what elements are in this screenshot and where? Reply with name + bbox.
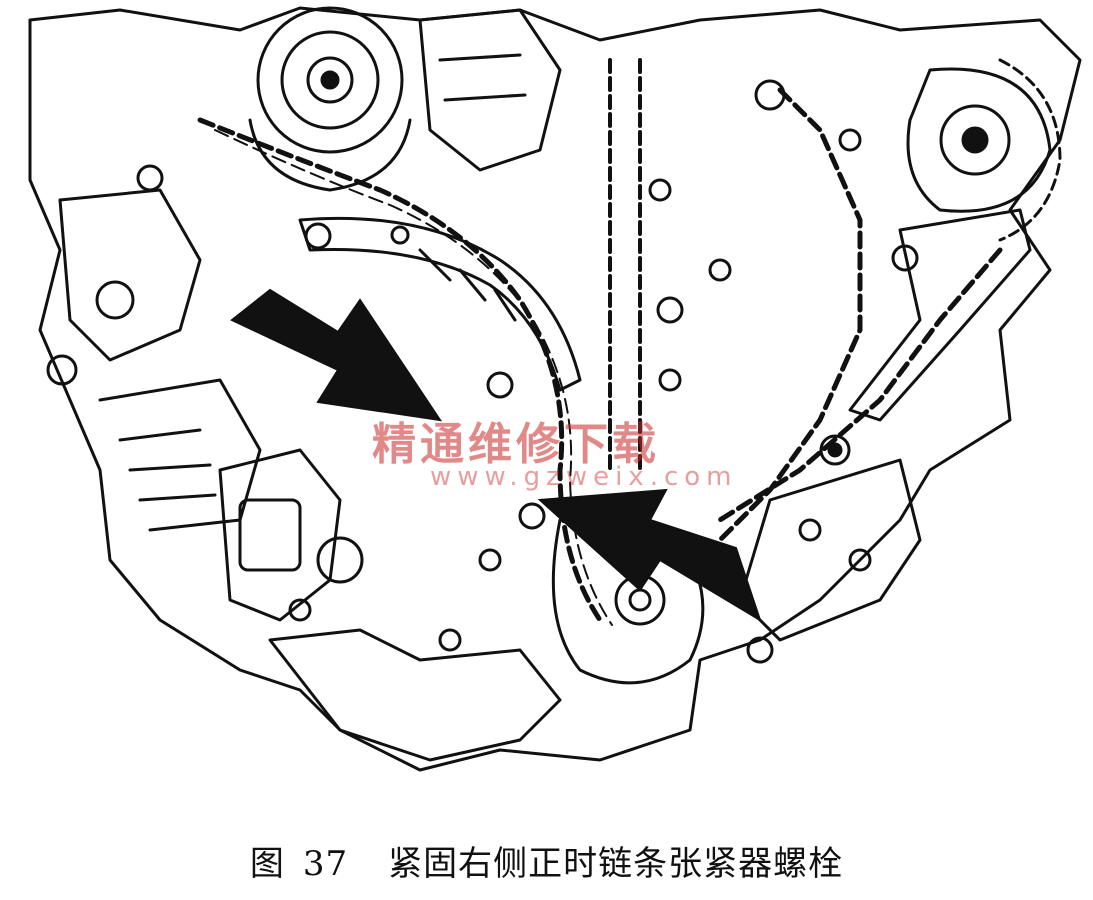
right-arrow-marker [537, 488, 762, 623]
right-lower-flange [738, 458, 922, 642]
upper-center-housing [418, 8, 562, 172]
left-arrow-marker [230, 288, 443, 422]
figure-number: 37 [302, 844, 349, 884]
center-timing-chain [608, 58, 642, 472]
left-camshaft-sprocket [248, 6, 412, 192]
watermark-text: 精通维修下载 [372, 419, 660, 470]
right-chain-guide [848, 208, 1032, 422]
right-camshaft-sprocket [906, 58, 1062, 242]
left-bracket [58, 188, 202, 362]
engine-timing-chain-diagram [28, 6, 1082, 772]
caption-text: 紧固右侧正时链条张紧器螺栓 [388, 844, 844, 884]
figure-caption: 图 37 紧固右侧正时链条张紧器螺栓 [0, 836, 1093, 892]
right-timing-chain [717, 87, 863, 543]
left-tensioner-body [218, 448, 342, 622]
figure-label: 图 [249, 844, 285, 884]
engine-block-outline [28, 6, 1082, 772]
watermark-url: www.gzweix.com [430, 462, 738, 492]
oil-pan-outline [268, 628, 562, 762]
